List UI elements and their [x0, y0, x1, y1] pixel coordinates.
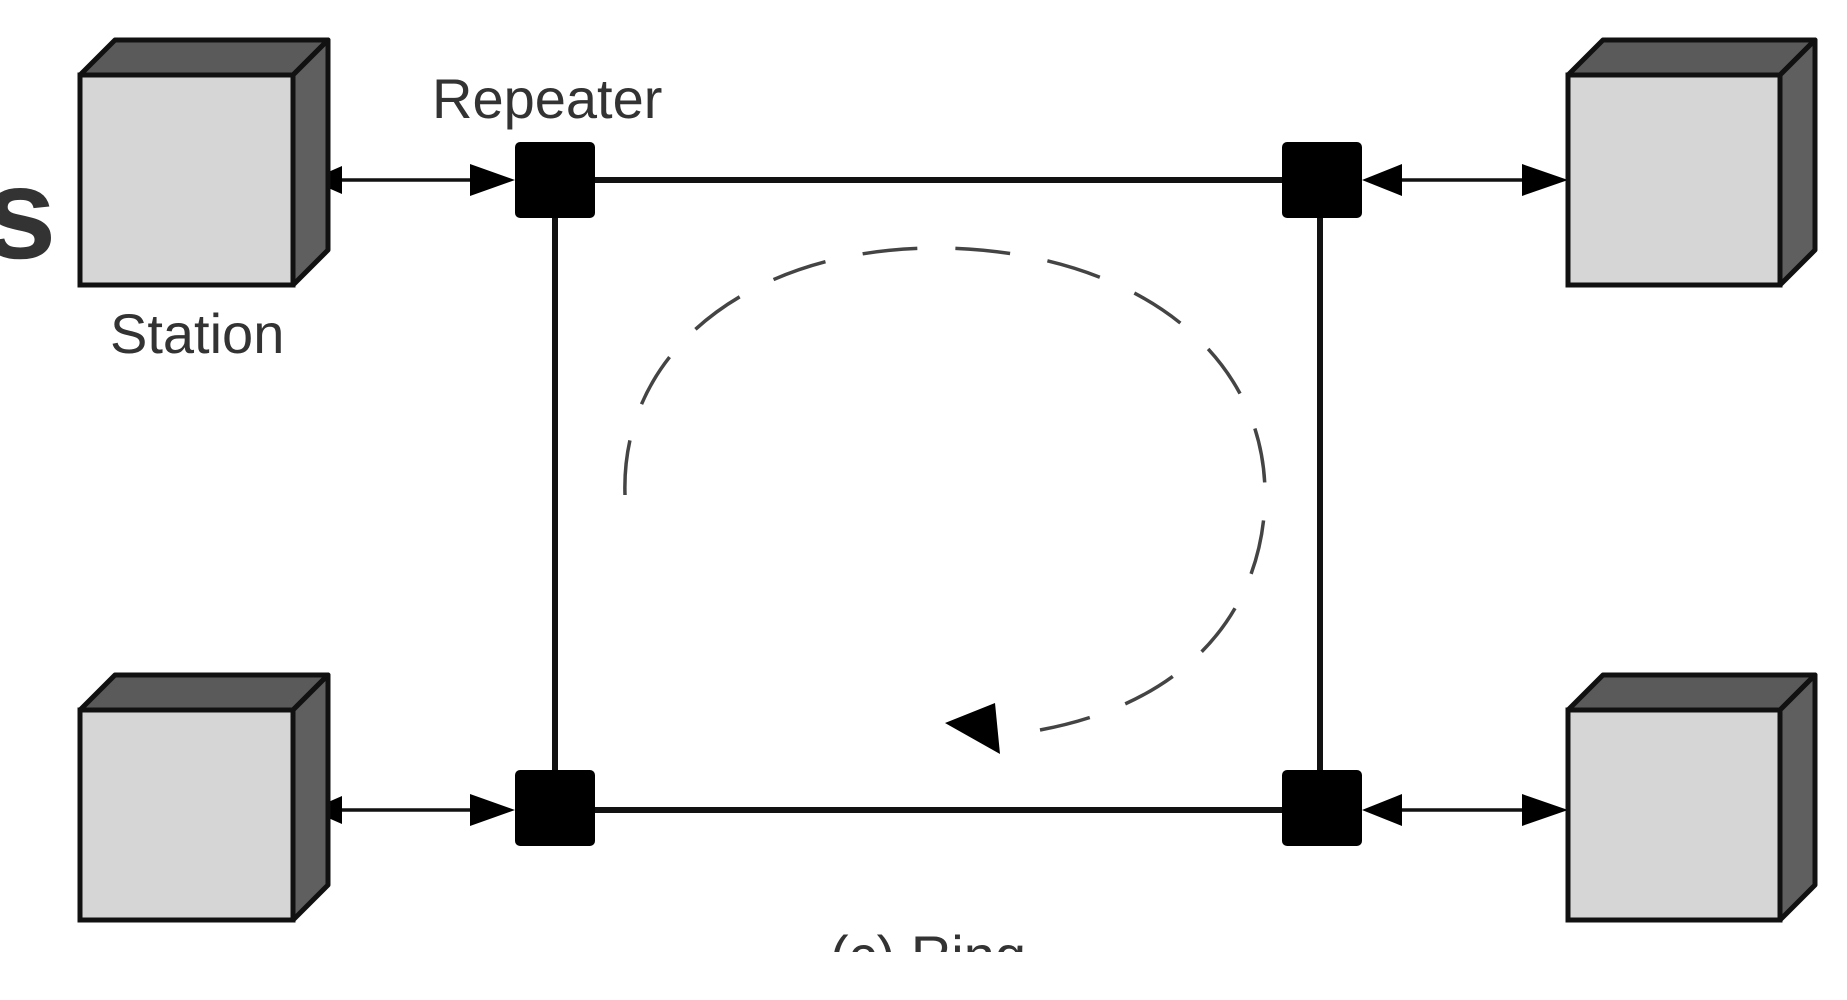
link-bottom-left	[310, 794, 515, 826]
repeater-bottom-left	[515, 770, 595, 846]
link-top-right	[1362, 164, 1568, 196]
flow-direction-arrowhead	[945, 703, 1000, 754]
link-bottom-right	[1362, 794, 1568, 826]
flow-direction-path	[623, 246, 1267, 732]
station-bottom-right	[1565, 672, 1818, 923]
edge-glyph-text: s	[0, 140, 56, 286]
repeater-bottom-right	[1282, 770, 1362, 846]
diagram-caption: (c) Ring	[830, 924, 1026, 987]
repeater-top-right	[1282, 142, 1362, 218]
station-top-right	[1565, 37, 1818, 288]
station-label: Station	[110, 302, 284, 365]
station-bottom-left	[77, 672, 331, 923]
repeater-top-left	[515, 142, 595, 218]
repeater-label: Repeater	[432, 67, 662, 130]
station-top-left	[77, 37, 331, 288]
link-top-left	[310, 164, 515, 196]
